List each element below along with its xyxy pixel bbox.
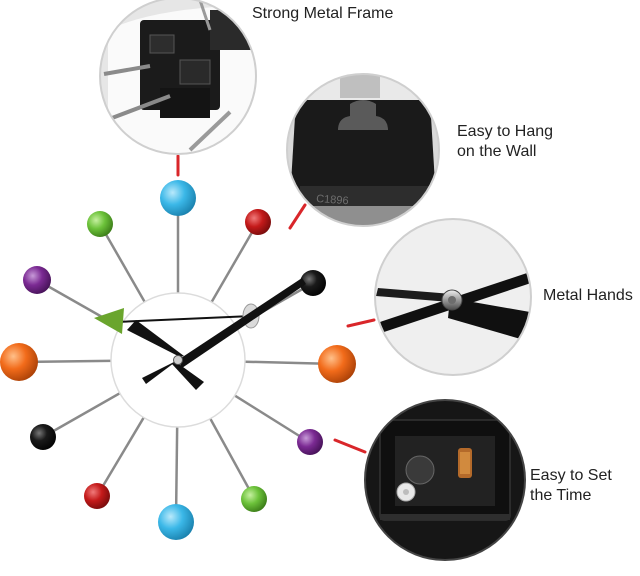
ball-2: [300, 270, 326, 296]
ball-10: [23, 266, 51, 294]
ball-8: [30, 424, 56, 450]
ball-11: [87, 211, 113, 237]
svg-text:C1896: C1896: [316, 193, 349, 207]
minute-hand: [142, 278, 306, 384]
detail-movement: [364, 399, 526, 561]
ball-1: [245, 209, 271, 235]
detail-wall-hanger: C1896: [286, 73, 440, 227]
ball-6: [158, 504, 194, 540]
ball-clock: [0, 180, 356, 540]
ball-9: [0, 343, 38, 381]
detail-metal-hands: [374, 218, 532, 376]
ball-7: [84, 483, 110, 509]
connector-hands: [346, 318, 376, 328]
ball-4: [297, 429, 323, 455]
callout-metal-hands: Metal Hands: [543, 287, 633, 304]
clock-balls: [0, 180, 356, 540]
connector-hang: [288, 203, 307, 230]
ball-12: [160, 180, 196, 216]
detail-metal-frame: [99, 0, 257, 155]
clock-hub: [173, 355, 183, 365]
hour-hand: [127, 320, 204, 390]
callout-easy-to-hang: Easy to Hang on the Wall: [457, 123, 554, 160]
callout-easy-to-set-time: Easy to Set the Time: [530, 467, 612, 504]
ball-3: [318, 345, 356, 383]
ball-5: [241, 486, 267, 512]
connector-lines: [176, 154, 376, 454]
callout-strong-metal-frame: Strong Metal Frame: [252, 5, 394, 22]
connector-set-time: [333, 438, 367, 454]
